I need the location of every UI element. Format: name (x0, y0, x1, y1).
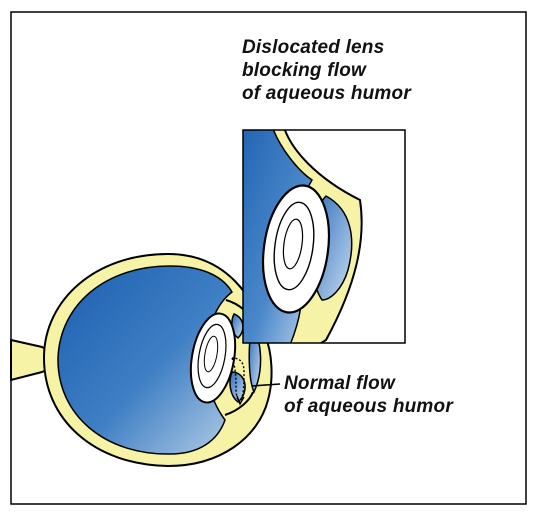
normal-flow-label: Normal flow of aqueous humor (284, 372, 453, 418)
dislocated-label-line-3: of aqueous humor (242, 82, 411, 105)
normal-label-line-1: Normal flow (284, 372, 453, 395)
normal-label-line-2: of aqueous humor (284, 395, 453, 418)
dislocated-lens-label: Dislocated lens blocking flow of aqueous… (242, 36, 411, 105)
dislocated-label-line-1: Dislocated lens (242, 36, 411, 59)
dislocated-label-line-2: blocking flow (242, 59, 411, 82)
